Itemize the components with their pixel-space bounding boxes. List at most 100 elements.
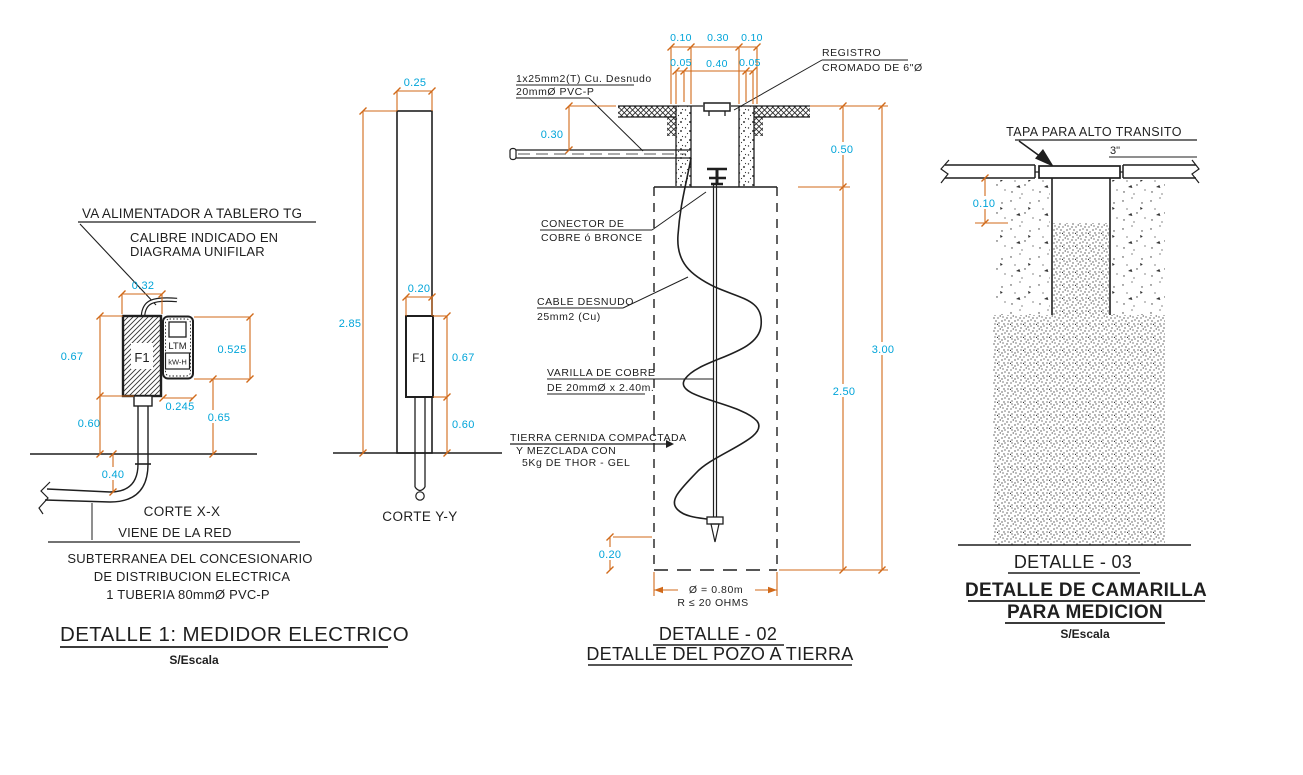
ground-hatch-block-left xyxy=(667,117,676,136)
cable-label-2: 25mm2 (Cu) xyxy=(537,311,601,323)
conector-label-2: COBRE ó BRONCE xyxy=(541,232,643,244)
varilla-label-2: DE 20mmØ x 2.40m. xyxy=(547,382,654,394)
concrete-left xyxy=(995,180,1050,315)
dim-032: 0.32 xyxy=(132,280,155,292)
ground-hatch-left xyxy=(618,106,676,117)
dim-020-yy: 0.20 xyxy=(408,283,431,295)
tierra-label-3: 5Kg DE THOR - GEL xyxy=(522,457,630,469)
detalle2-title-1: DETALLE - 02 xyxy=(659,624,777,644)
dim-050: 0.50 xyxy=(831,144,854,156)
corte-yy-section: F1 0.25 2.85 0.20 0.67 0.60 CORTE Y-Y xyxy=(333,77,502,524)
tube-end-circle xyxy=(415,491,425,501)
feeder-cable-arc-outer xyxy=(140,297,178,317)
conector-label-1: CONECTOR DE xyxy=(541,218,624,230)
red-line-1: VIENE DE LA RED xyxy=(118,525,232,540)
dim-diameter: Ø = 0.80m xyxy=(689,584,743,596)
detalle2-title-2: DETALLE DEL POZO A TIERRA xyxy=(586,644,853,664)
dim-060-yy: 0.60 xyxy=(452,419,475,431)
dim-300: 3.00 xyxy=(872,344,895,356)
meter-stub xyxy=(133,395,153,407)
ltm-window xyxy=(168,321,187,338)
pipe-bottom xyxy=(44,499,111,503)
ground-hatch-block-right xyxy=(754,117,763,136)
detalle3-title-2: DETALLE DE CAMARILLA xyxy=(965,580,1207,601)
dim-r1a: 0.10 xyxy=(670,32,692,44)
pipe-break-symbol xyxy=(38,481,51,515)
dim-r1c: 0.10 xyxy=(741,32,763,44)
detalle1-title: DETALLE 1: MEDIDOR ELECTRICO xyxy=(60,623,409,646)
wire-underlines xyxy=(516,84,634,99)
dim-067-yy: 0.67 xyxy=(452,352,475,364)
feeder-cable-arc-inner xyxy=(141,298,178,317)
detalle3-title-1: DETALLE - 03 xyxy=(1014,552,1132,572)
conector-leader xyxy=(651,191,707,231)
kwh-box xyxy=(164,352,191,370)
registro-label-2: CROMADO DE 6"Ø xyxy=(822,62,923,74)
detalle1-scale: S/Escala xyxy=(169,653,219,667)
slab-lines xyxy=(945,164,1196,179)
chamber-wall-left xyxy=(676,106,691,186)
corte-xx-label: CORTE X-X xyxy=(144,504,221,519)
dim-r2a: 0.05 xyxy=(670,57,692,69)
ltm-label: LTM xyxy=(168,341,186,352)
kwh-label: kW-H xyxy=(168,358,187,367)
rod-bottom-clamp xyxy=(706,516,724,525)
tapa-arrow-head xyxy=(1035,149,1054,167)
dim-010-d3: 0.10 xyxy=(973,198,996,210)
corte-yy-label: CORTE Y-Y xyxy=(382,509,457,524)
ground-hatch-right xyxy=(754,106,810,117)
dim-0525: 0.525 xyxy=(217,344,246,356)
dim-250: 2.50 xyxy=(833,386,856,398)
slab-break-right xyxy=(1191,159,1200,184)
tierra-label-2: Y MEZCLADA CON xyxy=(516,445,616,457)
corte-yy-dimensions: 0.25 2.85 0.20 0.67 0.60 xyxy=(339,77,475,457)
cover-plate xyxy=(1038,165,1121,179)
varilla-underline-leader xyxy=(547,378,714,395)
chamber-wall-right xyxy=(739,106,754,186)
shaft-fill xyxy=(1053,223,1109,315)
red-line-4: 1 TUBERIA 80mmØ PVC-P xyxy=(106,587,270,602)
resistance-note: R ≤ 20 OHMS xyxy=(677,597,748,609)
rod-tip xyxy=(710,523,720,543)
note-va-alimentador: VA ALIMENTADOR A TABLERO TG xyxy=(82,206,302,221)
detalle2-dimensions: 0.10 0.30 0.10 0.05 0.40 0.05 0.30 0.50 … xyxy=(541,32,898,596)
f1-side-box xyxy=(405,315,434,398)
dia-arrow-right xyxy=(768,586,777,594)
dia-arrow-left xyxy=(654,586,663,594)
red-line-2: SUBTERRANEA DEL CONCESIONARIO xyxy=(67,551,312,566)
registro-cap-legs xyxy=(708,111,726,116)
detalle-1-medidor-electrico: VA ALIMENTADOR A TABLERO TG CALIBRE INDI… xyxy=(30,206,409,667)
dim-060: 0.60 xyxy=(78,418,101,430)
wire-label-2: 20mmØ PVC-P xyxy=(516,86,594,98)
f1-label: F1 xyxy=(134,350,149,365)
registro-label-1: REGISTRO xyxy=(822,47,881,59)
tapa-arrow-shaft xyxy=(1018,140,1042,158)
pit-fill xyxy=(993,315,1165,545)
ltm-box-dotted-edge xyxy=(165,318,191,377)
detalle1-dimensions: 0.32 0.67 0.525 0.245 0.60 0.65 0.40 xyxy=(61,280,254,496)
dim-r1b: 0.30 xyxy=(707,32,729,44)
elbow-inner xyxy=(109,463,139,493)
dim-067: 0.67 xyxy=(61,351,84,363)
tapa-label: TAPA PARA ALTO TRANSITO xyxy=(1006,125,1182,139)
dim-r2c: 0.05 xyxy=(739,57,761,69)
feeder-leader-line xyxy=(79,223,157,306)
dim-0245: 0.245 xyxy=(165,401,194,413)
tube-cap xyxy=(414,486,426,492)
dim-020-d2: 0.20 xyxy=(599,549,622,561)
varilla-label-1: VARILLA DE COBRE xyxy=(547,367,655,379)
slab-break-left xyxy=(940,159,950,184)
detalle3-dimensions: 0.10 xyxy=(970,174,1008,227)
registro-cap xyxy=(703,102,731,112)
dim-040: 0.40 xyxy=(102,469,125,481)
f1-label-patch xyxy=(131,343,153,369)
note-calibre-2: DIAGRAMA UNIFILAR xyxy=(130,244,265,259)
tierra-label-1: TIERRA CERNIDA COMPACTADA xyxy=(510,432,687,444)
concrete-right xyxy=(1112,180,1165,315)
wire-label-1: 1x25mm2(T) Cu. Desnudo xyxy=(516,73,652,85)
dim-025: 0.25 xyxy=(404,77,427,89)
pipe-top xyxy=(46,488,111,493)
size-3in-label: 3" xyxy=(1110,145,1120,157)
